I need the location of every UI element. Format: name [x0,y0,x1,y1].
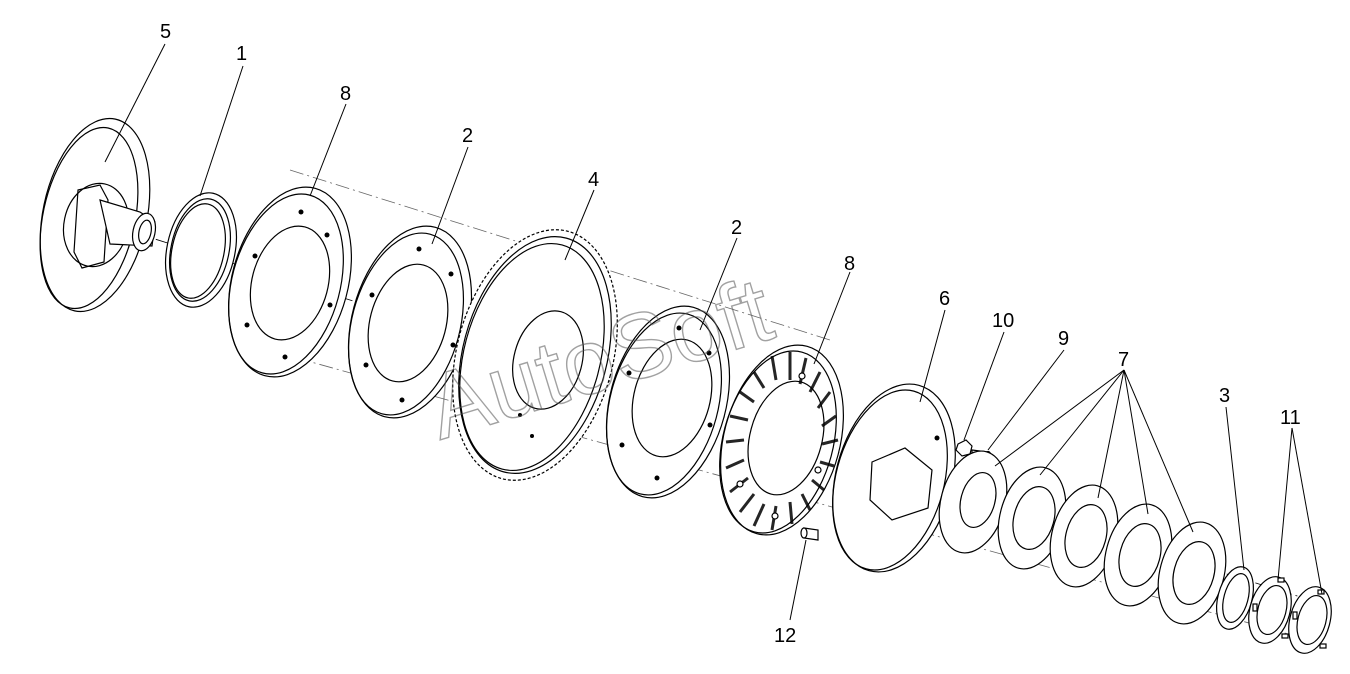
part-7-washer-3 [1049,484,1119,588]
part-number-labels: 5 1 8 2 4 2 8 6 10 9 7 3 11 12 [160,21,1301,647]
label-5: 5 [160,21,171,43]
part-12-bolt [800,527,819,541]
part-11-nut-2 [1288,586,1332,654]
part-8-plate-left [228,186,352,378]
label-12: 12 [774,625,796,647]
label-1: 1 [236,43,247,65]
label-11: 11 [1280,407,1301,429]
label-3: 3 [1219,385,1230,407]
part-4-sprocket [452,229,618,481]
part-2-plate-right [605,305,731,499]
label-9: 9 [1058,328,1069,350]
label-4: 4 [588,169,599,191]
part-5-hub-flange [39,117,157,313]
label-6: 6 [939,288,950,310]
part-11-nut-1 [1248,576,1292,644]
label-8b: 8 [844,253,855,275]
label-10: 10 [992,310,1014,332]
part-7-washer-5 [1157,521,1227,625]
part-1-ring [165,192,237,308]
label-8a: 8 [340,83,351,105]
label-2b: 2 [731,217,742,239]
part-8-friction-lining [719,344,844,536]
label-2a: 2 [462,125,473,147]
label-7: 7 [1118,349,1129,371]
leader-lines [104,43,1323,621]
